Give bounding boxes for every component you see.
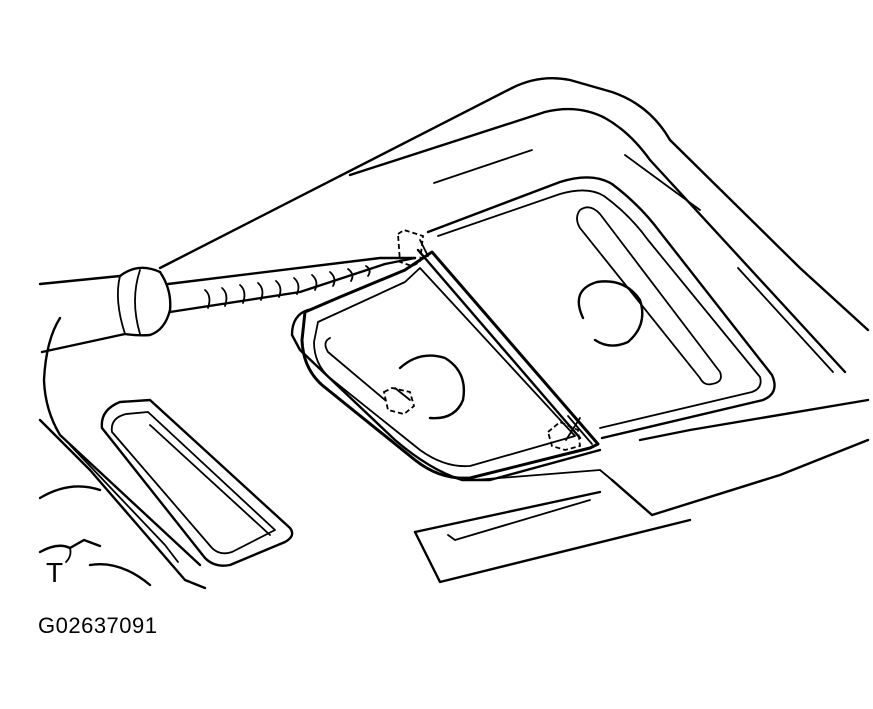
headliner-outline	[38, 77, 870, 590]
view-marker: T	[46, 557, 64, 588]
dome-light-circles	[398, 280, 644, 420]
map-lamp-opening	[100, 398, 294, 567]
lower-trim	[38, 485, 152, 587]
light-slots	[576, 206, 722, 386]
lamp-lens	[300, 248, 600, 480]
screwdriver	[38, 256, 417, 354]
figure-code: G02637091	[38, 613, 158, 638]
lamp-housing	[290, 176, 776, 482]
